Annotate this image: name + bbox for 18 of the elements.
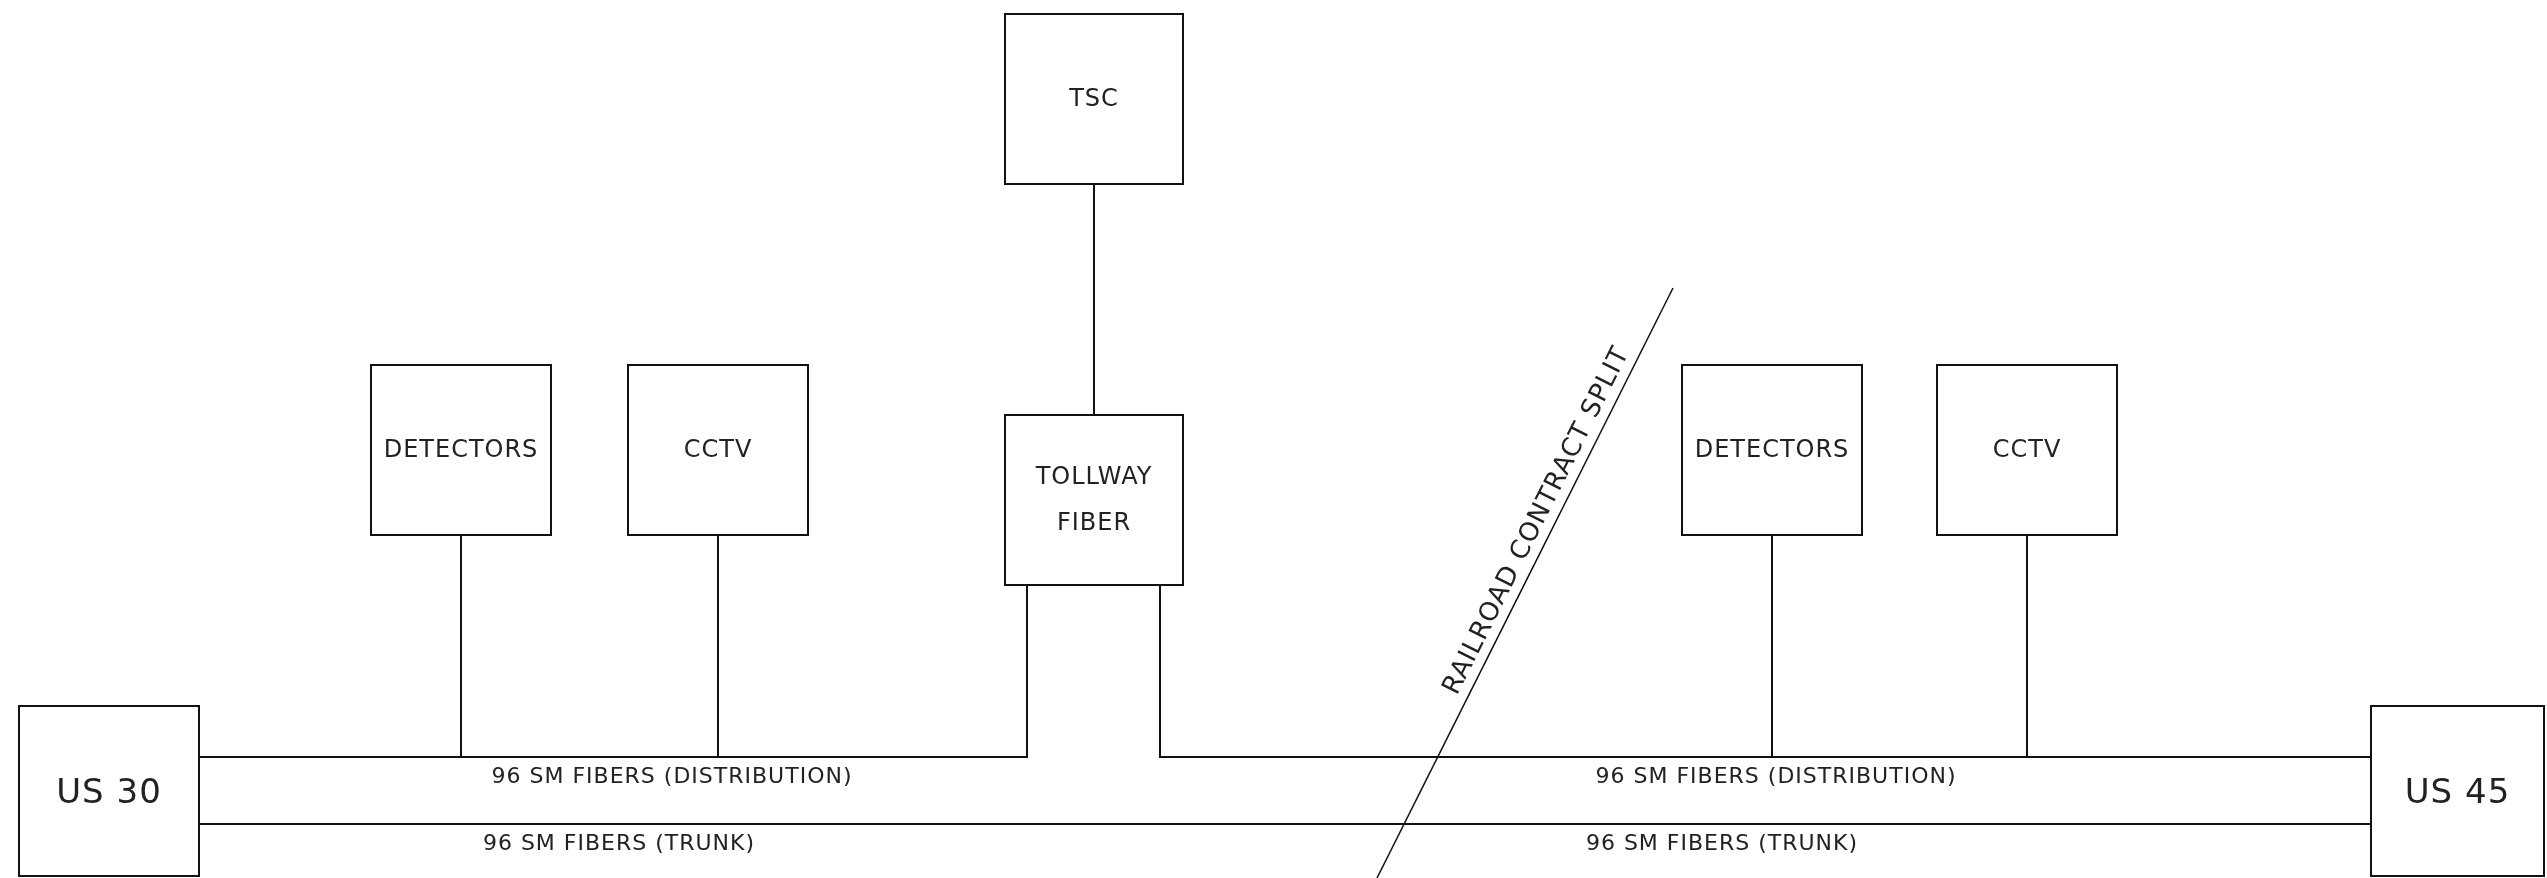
box-label: CCTV: [1991, 434, 2063, 466]
box-label: TSC: [1068, 83, 1120, 115]
device-box: [627, 364, 809, 536]
fiber-line: [199, 823, 2371, 825]
box-label: DETECTORS: [1693, 434, 1851, 466]
device-box: [370, 364, 552, 536]
fiber-line: [1093, 184, 1095, 415]
device-box: [1681, 364, 1863, 536]
device-box: [1004, 13, 1184, 185]
box-label: US 45: [2403, 769, 2512, 813]
box-label: TOLLWAY FIBER: [1034, 461, 1154, 538]
box-label: US 30: [55, 769, 163, 813]
box-label: CCTV: [682, 434, 754, 466]
device-box: [1004, 414, 1184, 586]
box-label: DETECTORS: [382, 434, 540, 466]
device-box: [2370, 705, 2545, 877]
device-box: [1936, 364, 2118, 536]
device-box: [18, 705, 200, 877]
